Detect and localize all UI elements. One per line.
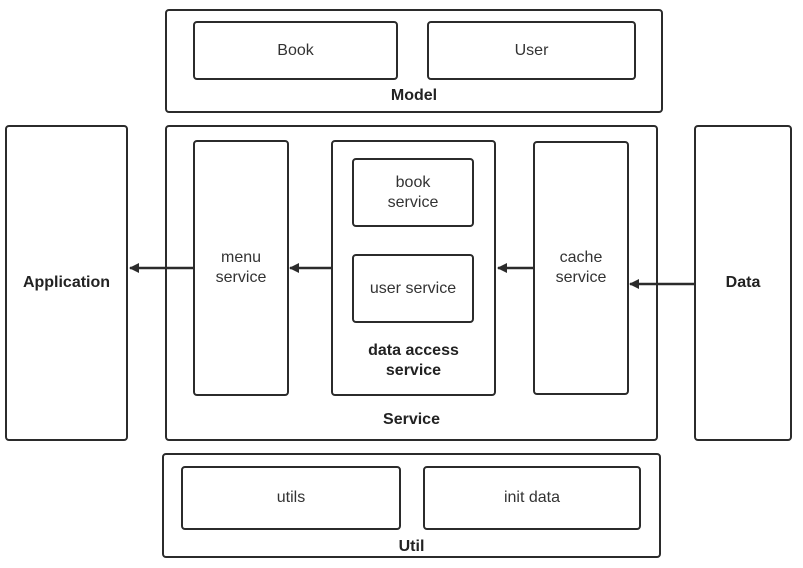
service-group-title: Service <box>383 411 440 428</box>
data-box: Data <box>694 125 792 441</box>
model-group-title: Model <box>390 87 438 104</box>
util-group-title: Util <box>398 538 425 555</box>
application-label: Application <box>22 274 111 291</box>
application-box: Application <box>5 125 128 441</box>
user-model-box: User <box>427 21 636 80</box>
data-label: Data <box>725 274 761 291</box>
menu-service-box: menu service <box>193 140 289 396</box>
book-model-box: Book <box>193 21 398 80</box>
user-service-box: user service <box>352 254 474 323</box>
book-service-box: book service <box>352 158 474 227</box>
data-access-service-title: data access service <box>368 342 459 379</box>
init-data-box: init data <box>423 466 641 530</box>
utils-box: utils <box>181 466 401 530</box>
cache-service-box: cache service <box>533 141 629 395</box>
